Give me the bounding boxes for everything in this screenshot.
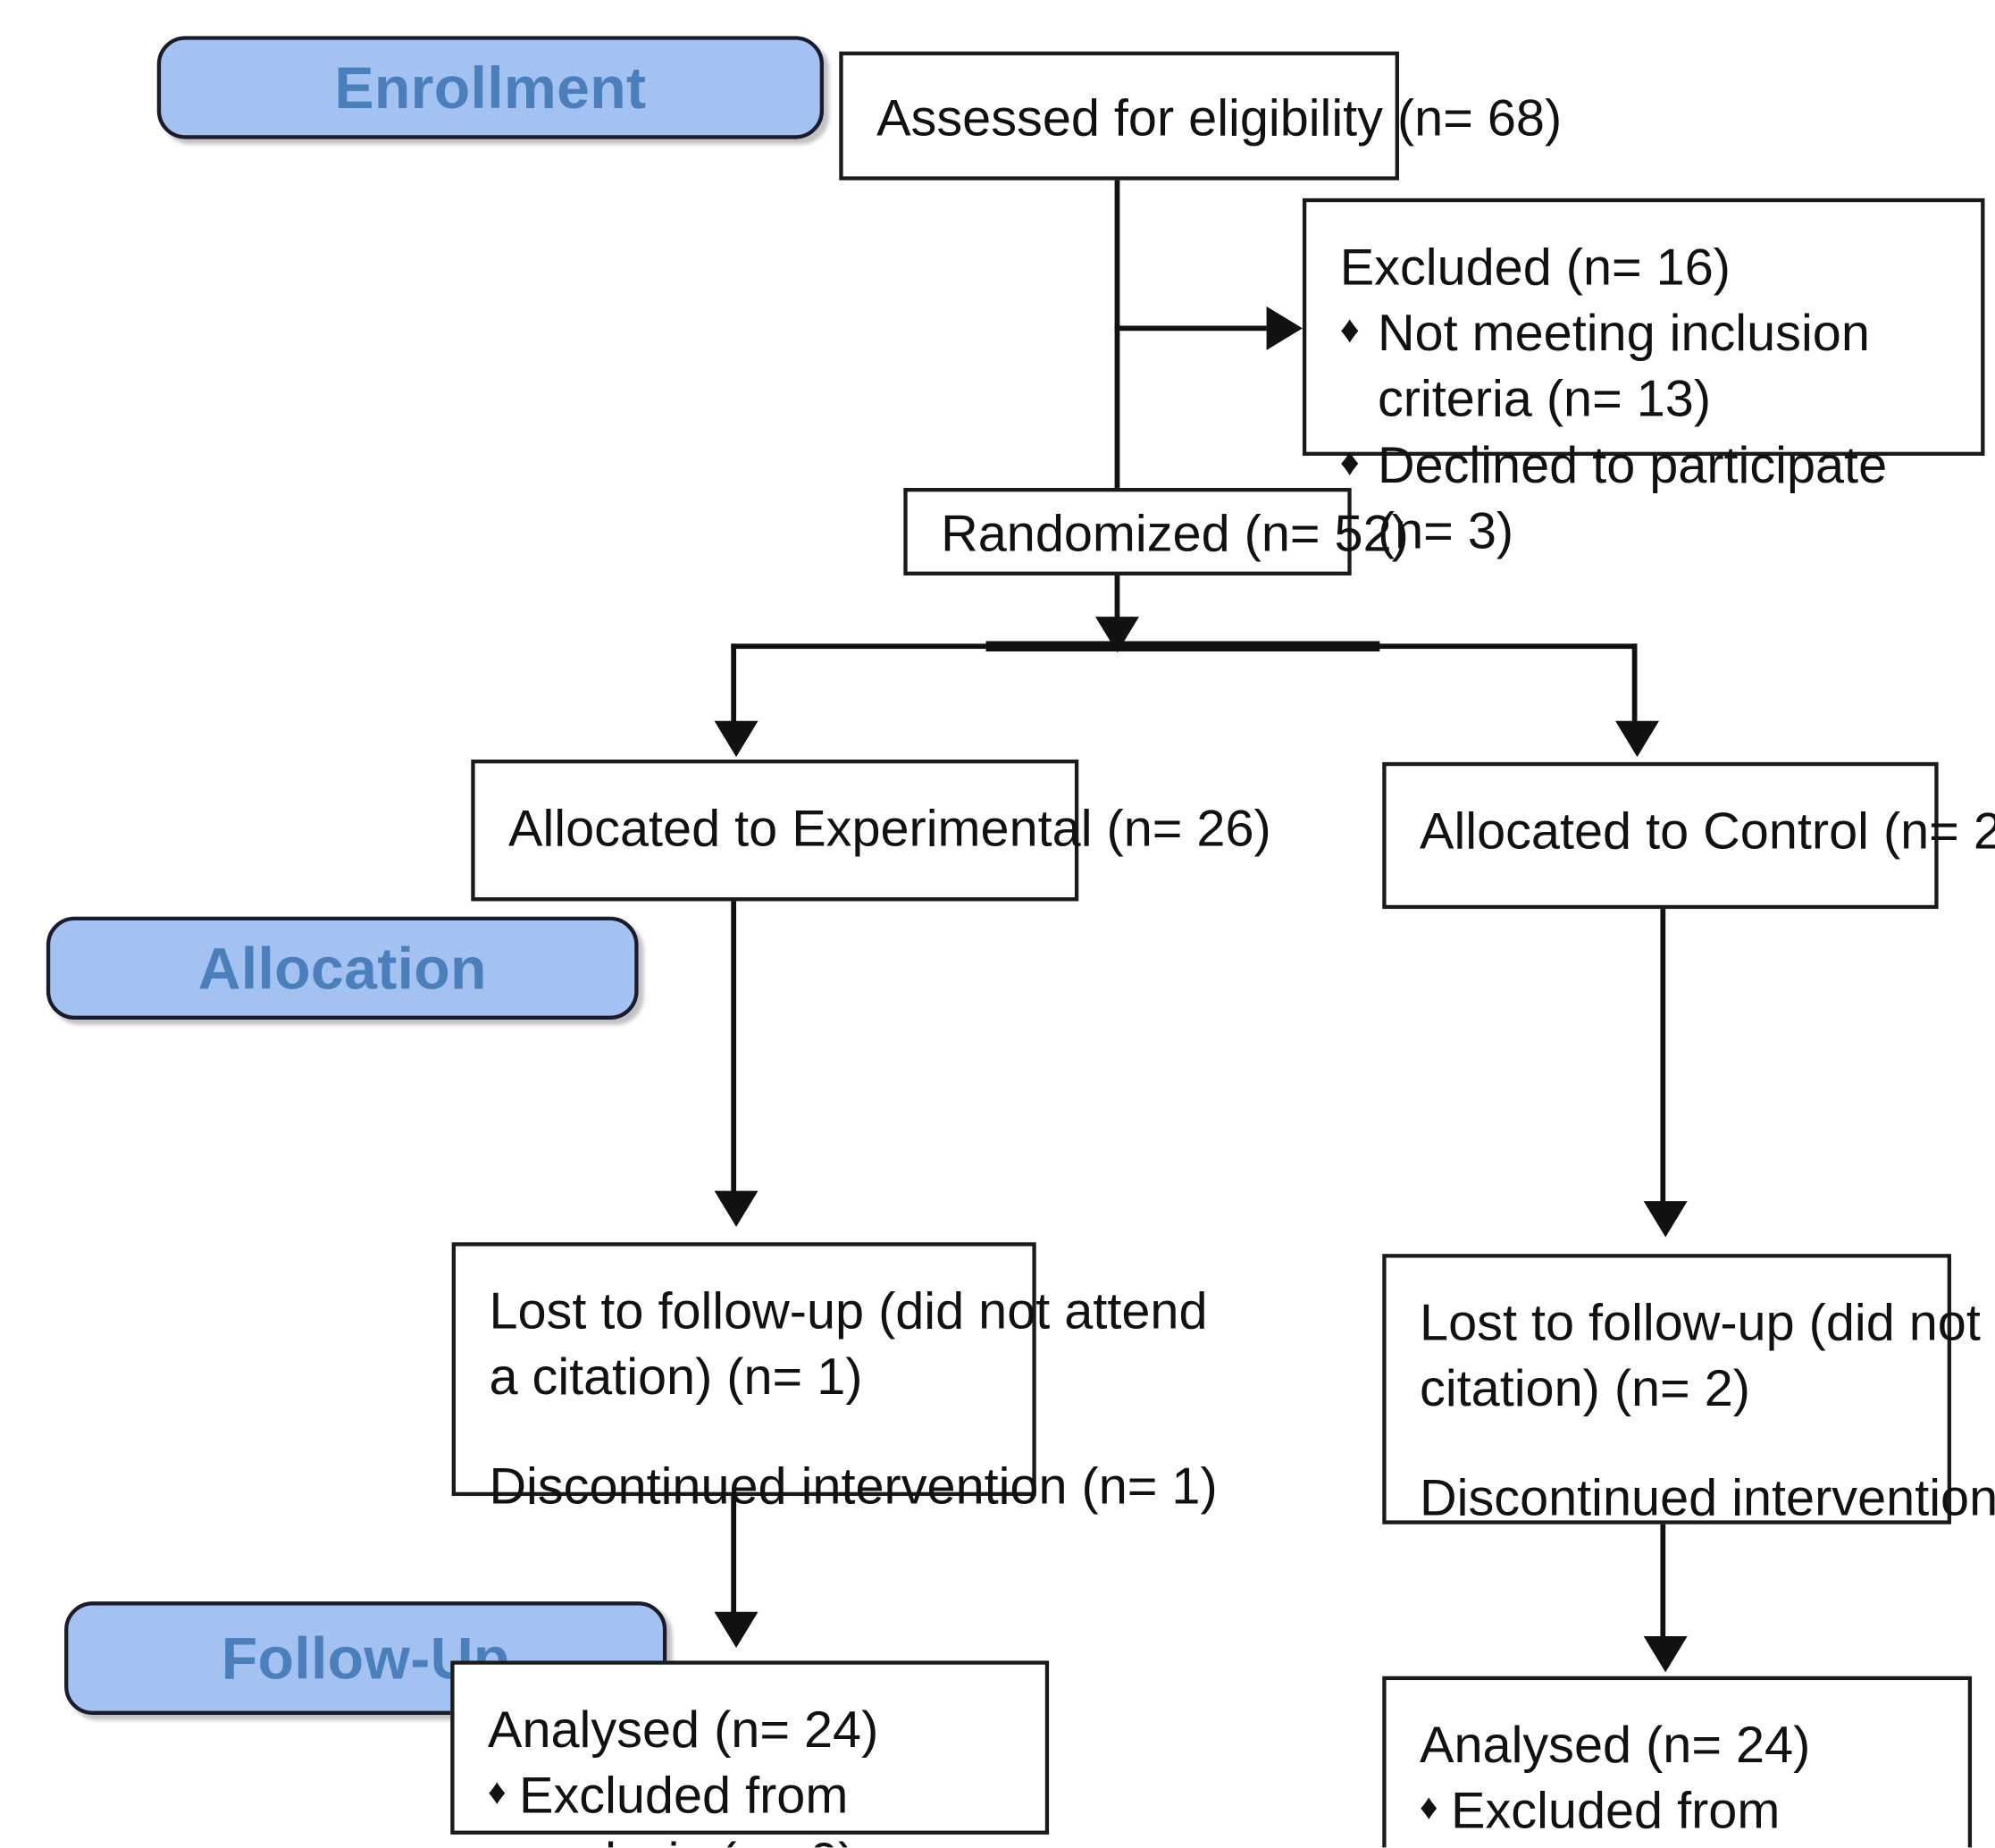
connector-split-bar-right xyxy=(1369,643,1638,650)
connector-split-bar-center xyxy=(985,641,1380,651)
analysed-experimental-heading: Analysed (n= 24) xyxy=(488,1701,879,1759)
connector-control-to-followup xyxy=(1660,909,1666,1208)
connector-randomized-down xyxy=(1114,575,1120,625)
box-followup-experimental: Lost to follow-up (did not attend a cita… xyxy=(451,1242,1218,1516)
stage-label-followup: Follow-Up xyxy=(64,1601,667,1715)
box-allocated-control: Allocated to Control (n= 26) xyxy=(1382,761,1995,910)
connector-experimental-to-followup xyxy=(731,901,737,1197)
followup-control-line3: Discontinued intervention (n= 0) xyxy=(1420,1470,1995,1528)
excluded-item-1: ♦ Declined to participate (n= 3) xyxy=(1340,433,1948,565)
connector-split-to-control xyxy=(1631,643,1638,729)
excluded-item-0-text: Not meeting inclusion criteria (n= 13) xyxy=(1377,305,1870,428)
followup-control-line1: Lost to follow-up (did not attend a xyxy=(1420,1295,1995,1352)
box-followup-control: Lost to follow-up (did not attend a cita… xyxy=(1382,1254,1995,1527)
analysed-experimental-item: ♦ Excluded from analysis (n= 0) xyxy=(488,1764,1011,1847)
followup-experimental-spacer xyxy=(489,1411,998,1455)
followup-experimental-line1: Lost to follow-up (did not attend xyxy=(489,1283,1208,1340)
box-analysed-experimental: Analysed (n= 24) ♦ Excluded from analysi… xyxy=(450,1660,1050,1847)
diamond-bullet-icon: ♦ xyxy=(488,1771,507,1812)
arrowhead-analysed-experimental xyxy=(714,1611,759,1649)
analysed-experimental-item-text: Excluded from analysis (n= 0) xyxy=(519,1768,855,1847)
stage-label-allocation-text: Allocation xyxy=(197,934,487,1002)
followup-experimental-line2: a citation) (n= 1) xyxy=(489,1349,863,1407)
stage-label-enrollment: Enrollment xyxy=(156,36,825,139)
arrowhead-experimental-followup xyxy=(714,1190,759,1227)
arrowhead-control-followup xyxy=(1643,1201,1688,1238)
excluded-item-1-text: Declined to participate (n= 3) xyxy=(1377,437,1888,560)
diamond-bullet-icon: ♦ xyxy=(1420,1786,1438,1827)
box-analysed-control: Analysed (n= 24) ♦ Excluded from analysi… xyxy=(1382,1676,1973,1848)
connector-split-to-experimental xyxy=(731,643,737,729)
excluded-heading: Excluded (n= 16) xyxy=(1339,239,1731,297)
stage-label-enrollment-text: Enrollment xyxy=(334,54,647,122)
arrowhead-to-control xyxy=(1615,720,1659,758)
stage-label-allocation: Allocation xyxy=(46,916,639,1020)
analysed-control-item-text: Excluded from analysis (n= 0) xyxy=(1451,1783,1781,1840)
box-randomized: Randomized (n= 52) xyxy=(903,488,1409,575)
assessed-text: Assessed for eligibility (n= 68) xyxy=(876,90,1563,147)
analysed-control-heading: Analysed (n= 24) xyxy=(1420,1717,1811,1775)
connector-followup-to-analysed-control xyxy=(1660,1524,1666,1644)
box-excluded: Excluded (n= 16) ♦ Not meeting inclusion… xyxy=(1302,197,1985,559)
diamond-bullet-icon: ♦ xyxy=(1339,441,1360,484)
arrowhead-to-experimental xyxy=(714,720,759,758)
followup-experimental-line3: Discontinued intervention (n= 1) xyxy=(489,1458,1218,1516)
followup-control-spacer xyxy=(1420,1423,1914,1466)
connector-assessed-to-excluded xyxy=(1114,325,1267,332)
followup-control-line2: citation) (n= 2) xyxy=(1420,1361,1750,1418)
allocated-experimental-text: Allocated to Experimental (n= 26) xyxy=(508,801,1271,858)
connector-assessed-to-randomized xyxy=(1114,180,1120,489)
allocated-control-text: Allocated to Control (n= 26) xyxy=(1420,802,1995,861)
diamond-bullet-icon: ♦ xyxy=(1339,309,1360,352)
box-assessed-for-eligibility: Assessed for eligibility (n= 68) xyxy=(839,51,1562,181)
excluded-item-0: ♦ Not meeting inclusion criteria (n= 13) xyxy=(1340,301,1948,433)
arrowhead-analysed-control xyxy=(1643,1636,1688,1673)
arrowhead-to-excluded xyxy=(1266,306,1303,350)
analysed-control-item: ♦ Excluded from analysis (n= 0) xyxy=(1420,1779,1934,1847)
connector-split-bar-left xyxy=(731,643,1118,650)
box-allocated-experimental: Allocated to Experimental (n= 26) xyxy=(471,759,1271,902)
connector-followup-to-analysed-experimental xyxy=(731,1496,737,1620)
randomized-text: Randomized (n= 52) xyxy=(941,506,1409,564)
